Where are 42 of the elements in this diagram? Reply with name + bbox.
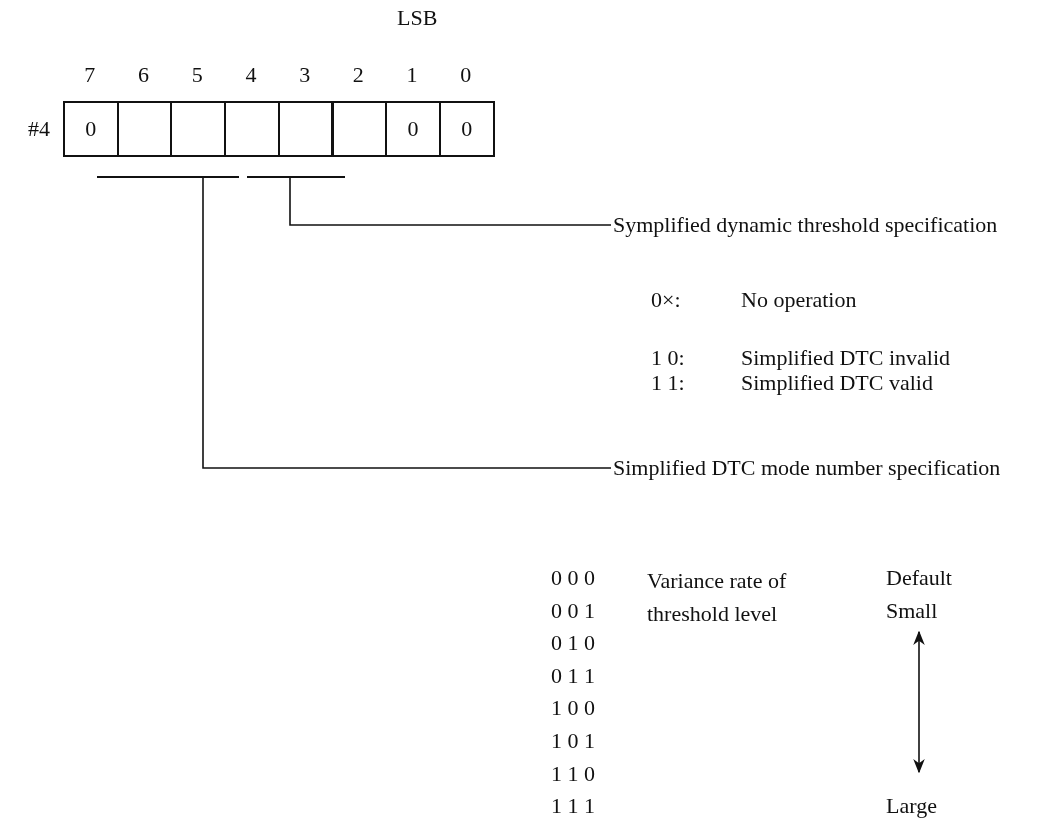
field-description: Simplified DTC mode number specification <box>613 455 1001 481</box>
code-value: 0×: <box>651 287 681 313</box>
bit-number: 0 <box>459 62 473 88</box>
bit-cell <box>170 101 227 157</box>
description-text: Large <box>886 793 937 819</box>
bracket-line <box>247 176 345 178</box>
bit-cell: 0 <box>63 101 119 157</box>
code-value: 1 1 0 <box>551 760 595 787</box>
code-value: 1 0 1 <box>551 728 595 754</box>
description-text: Default <box>886 565 952 591</box>
bit-number: 6 <box>137 62 151 88</box>
code-value: 1 1 1 <box>551 793 595 819</box>
bit-cell <box>116 101 173 157</box>
bit-number: 3 <box>298 62 312 88</box>
bracket-line <box>97 176 239 178</box>
code-value: 0 1 1 <box>551 662 595 689</box>
field-description: Symplified dynamic threshold specification <box>613 212 998 238</box>
description-text: No operation <box>741 287 857 313</box>
bit-number: 7 <box>83 62 97 88</box>
bit-number: 5 <box>190 62 204 88</box>
code-value: 1 0 0 <box>551 695 595 722</box>
code-value: 0 0 1 <box>551 597 595 624</box>
bit-cell <box>224 101 280 157</box>
bit-cell <box>277 101 334 157</box>
leader-line <box>202 177 612 469</box>
code-value: 0 0 0 <box>551 565 595 591</box>
bit-cell: 0 <box>438 101 495 157</box>
bit-number: 1 <box>405 62 419 88</box>
bit-cell <box>331 101 388 157</box>
bit-number: 4 <box>244 62 258 88</box>
bit-cell: 0 <box>385 101 441 157</box>
description-text: Small <box>886 597 938 624</box>
leader-line <box>289 177 612 226</box>
lsb-label: LSB <box>397 5 438 31</box>
register-number: #4 <box>28 116 50 142</box>
code-value: 1 1: <box>651 370 685 396</box>
description-text: Simplified DTC invalid <box>741 345 950 371</box>
description-text: Variance rate of threshold level <box>647 567 788 628</box>
bit-number: 2 <box>351 62 365 88</box>
code-value: 0 1 0 <box>551 630 595 657</box>
description-text: Simplified DTC valid <box>741 370 933 396</box>
code-value: 1 0: <box>651 345 685 371</box>
